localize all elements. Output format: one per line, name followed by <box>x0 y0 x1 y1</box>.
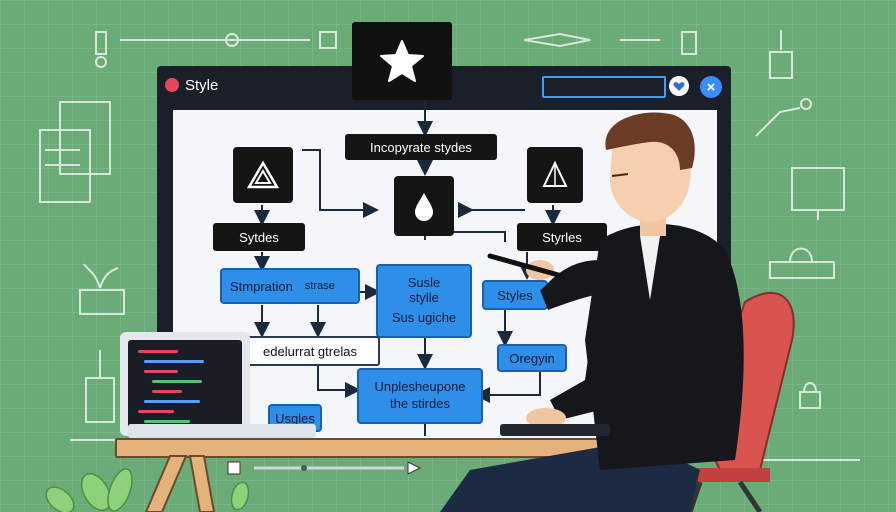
star-icon <box>380 40 424 82</box>
code-line <box>144 420 190 423</box>
code-line <box>152 390 182 393</box>
heart-icon <box>673 81 685 91</box>
window-titlebar: Style × <box>157 66 731 106</box>
top-label-node[interactable]: Incopyrate stydes <box>345 134 497 160</box>
pyramid-node[interactable] <box>527 147 583 203</box>
star-panel[interactable] <box>352 22 452 100</box>
code-line <box>144 400 200 403</box>
blue-bottom-line2: the stirdes <box>390 396 450 411</box>
play-icon <box>407 461 422 475</box>
triangle-icon <box>247 160 279 189</box>
blue-right-node[interactable]: Styles <box>482 280 548 310</box>
code-line <box>144 360 204 363</box>
close-button[interactable]: × <box>700 76 722 98</box>
favorite-button[interactable] <box>669 76 689 96</box>
code-line <box>138 410 174 413</box>
blue-right2-node[interactable]: Oregyin <box>497 344 567 372</box>
blue-left-sublabel: strase <box>304 280 335 292</box>
blue-left-node[interactable]: Stmpration strase <box>220 268 360 304</box>
window-title: Style <box>185 77 219 94</box>
triangle-node[interactable] <box>233 147 293 203</box>
blue-center-line3: Sus ugiche <box>391 310 457 326</box>
laptop-code-screen <box>128 340 242 430</box>
laptop <box>120 332 250 436</box>
blue-bottom-node[interactable]: Unplesheupone the stirdes <box>357 368 483 424</box>
code-line <box>152 380 202 383</box>
blue-center-line1: Susle <box>407 274 441 290</box>
blue-bottom-line1: Unplesheupone <box>374 379 466 395</box>
media-player[interactable] <box>224 458 424 478</box>
laptop-base <box>128 424 316 438</box>
stop-icon <box>227 461 241 475</box>
blue-center-node[interactable]: Susle stylle Sus ugiche <box>376 264 472 338</box>
window-dot[interactable] <box>165 78 179 92</box>
blue-center-line2: stylle <box>409 289 439 305</box>
water-drop-icon <box>415 193 433 221</box>
code-line <box>138 350 178 353</box>
white-left-node[interactable]: edelurrat gtrelas <box>240 336 380 366</box>
right-label-node[interactable]: Styrles <box>517 223 607 251</box>
blue-left-label: Stmpration <box>230 278 293 294</box>
drop-node[interactable] <box>394 176 454 236</box>
pyramid-icon <box>542 160 568 187</box>
window-search-field[interactable] <box>542 76 666 98</box>
seek-handle <box>301 465 307 471</box>
left-label-node[interactable]: Sytdes <box>213 223 305 251</box>
code-line <box>144 370 178 373</box>
